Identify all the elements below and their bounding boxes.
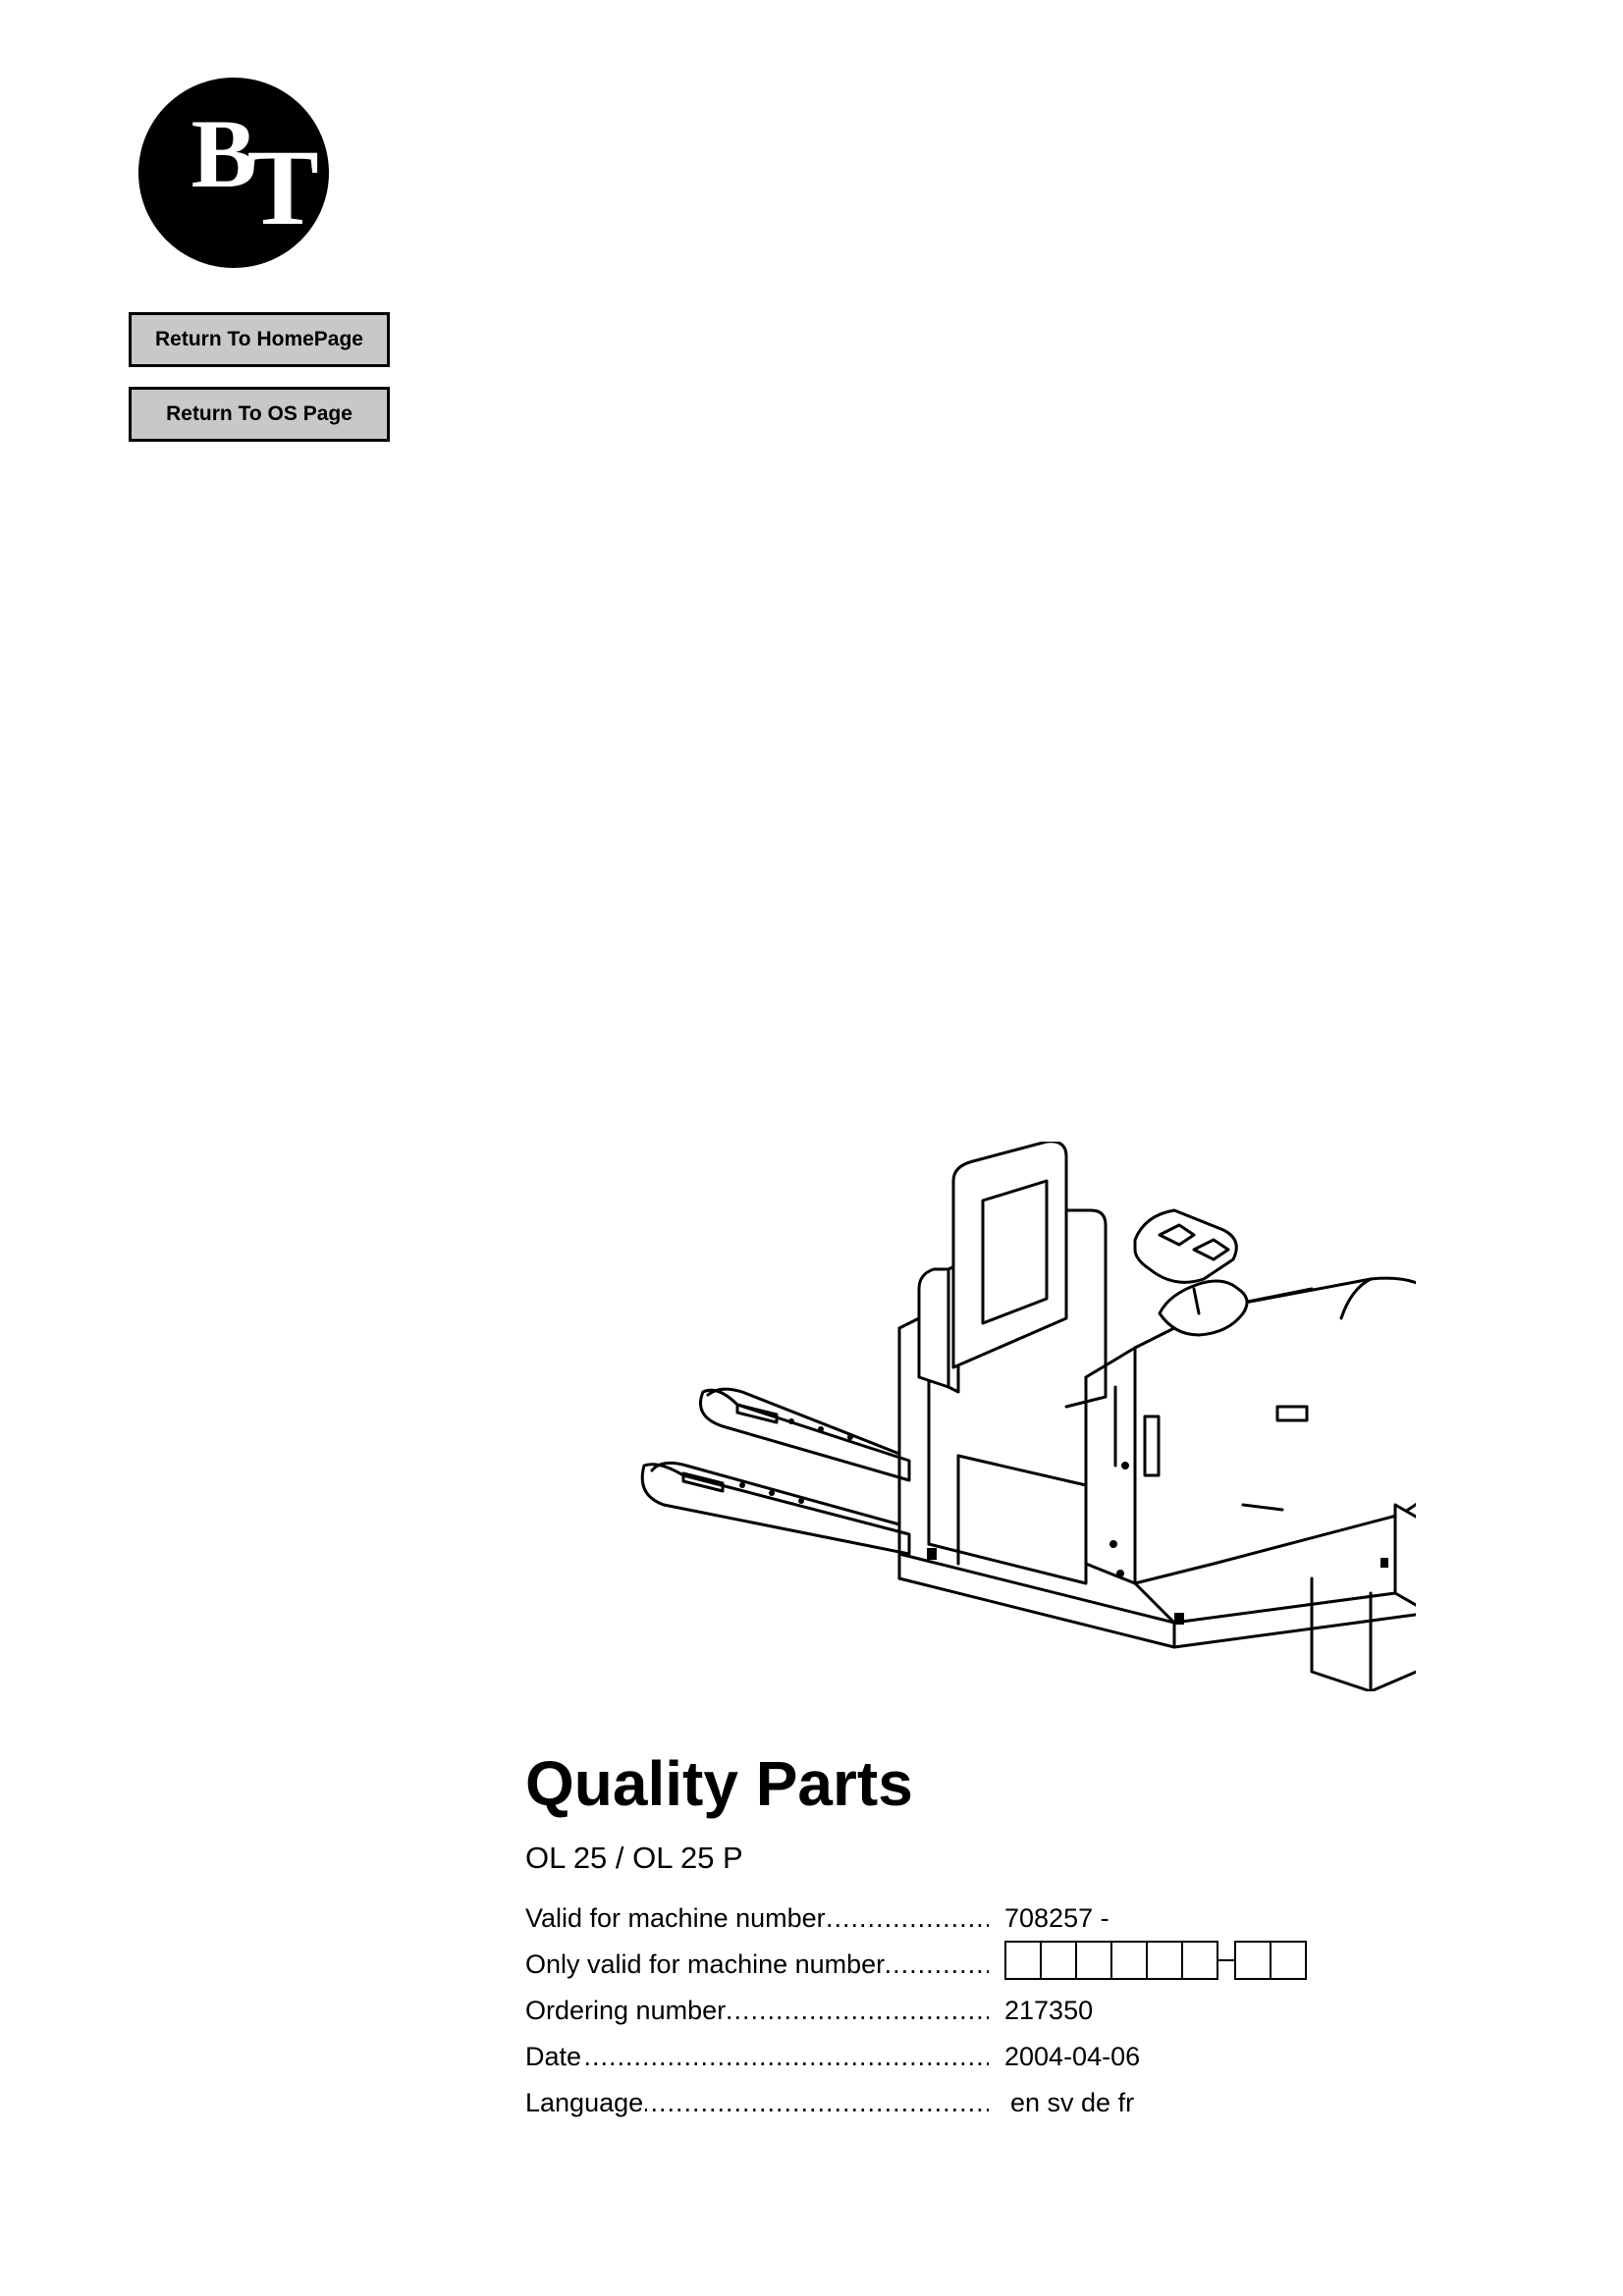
digit-box [1234,1941,1271,1980]
digit-box [1270,1941,1307,1980]
svg-text:B: B [191,99,257,208]
field-label: Language [525,2088,646,2117]
digit-box [1075,1941,1112,1980]
field-value: 2004-04-06 [1004,2042,1141,2071]
field-value: 217350 [1004,1996,1094,2025]
return-to-homepage-button[interactable]: Return To HomePage [129,312,390,367]
field-label: Only valid for machine number [525,1949,888,1979]
field-only-valid-for-machine-number: Only valid for machine number [525,1941,1409,1986]
field-value: 708257 - [1004,1903,1109,1933]
digit-box [1004,1941,1042,1980]
bt-logo: B T [138,78,329,268]
machine-number-boxes [1004,1941,1307,1980]
return-to-os-page-button[interactable]: Return To OS Page [129,387,390,442]
field-date: Date 2004-04-06 [525,2039,1409,2078]
pallet-truck-illustration [640,1142,1416,1691]
field-label: Ordering number [525,1996,729,2025]
document-subtitle: OL 25 / OL 25 P [525,1841,743,1875]
digit-box [1146,1941,1183,1980]
digit-box [1040,1941,1077,1980]
document-title: Quality Parts [525,1748,913,1819]
box-separator [1217,1959,1234,1961]
field-ordering-number: Ordering number 217350 [525,1993,1409,2032]
digit-box [1110,1941,1148,1980]
field-language: Language en sv de fr [525,2085,1409,2124]
field-label: Date [525,2042,584,2071]
field-valid-for-machine-number: Valid for machine number 708257 - [525,1900,1409,1940]
svg-text:T: T [246,128,318,247]
digit-box [1181,1941,1218,1980]
field-label: Valid for machine number [525,1903,828,1933]
field-value: en sv de fr [1010,2088,1135,2117]
